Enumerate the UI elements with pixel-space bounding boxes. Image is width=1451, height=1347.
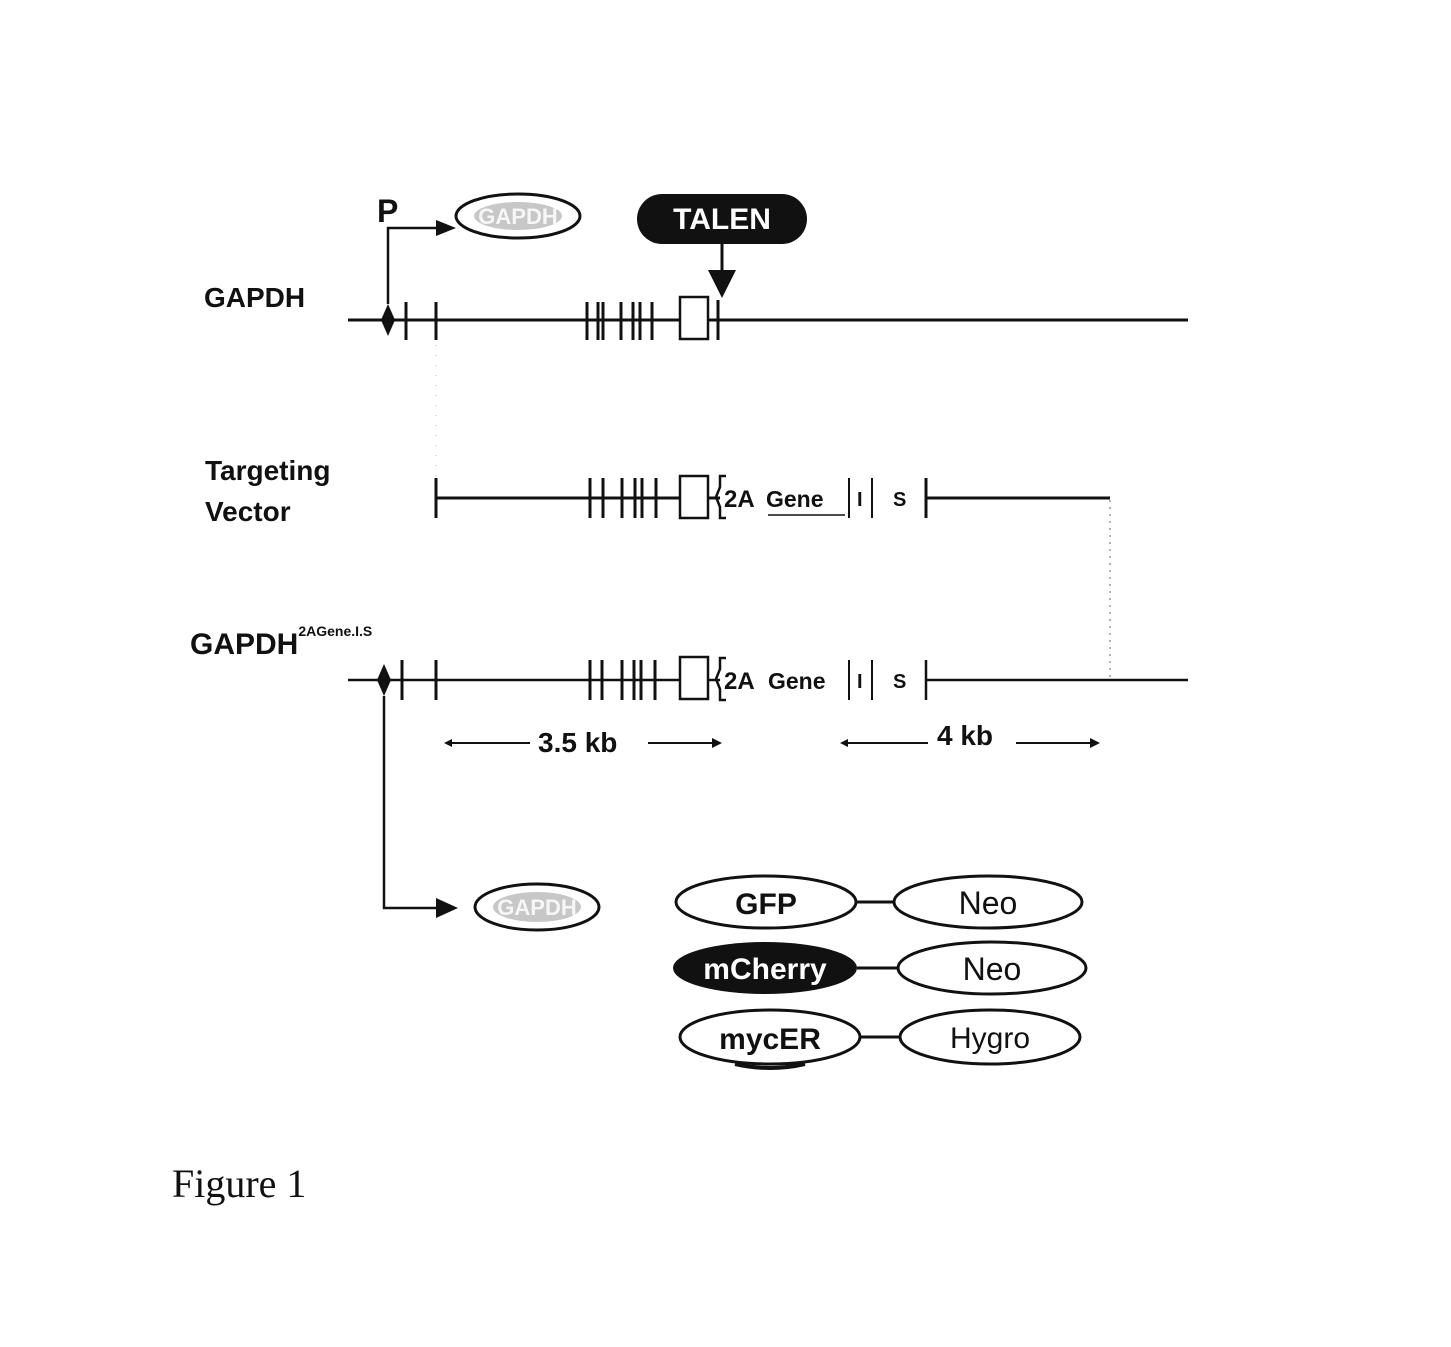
distance-right-label: 4 kb	[937, 720, 993, 751]
allele-2a-label: 2A	[724, 668, 755, 695]
gapdh-locus-label: GAPDH	[204, 282, 305, 313]
selection-neo-2-label: Neo	[963, 951, 1022, 987]
distance-left: 3.5 kb	[444, 727, 722, 758]
allele-cassette: 2A Gene I S	[716, 658, 926, 700]
gapdh-protein-bottom-label: GAPDH	[497, 895, 576, 920]
fusion-mcherry-neo: mCherry Neo	[673, 942, 1086, 994]
figure-caption: Figure 1	[172, 1160, 306, 1207]
talen-marker: TALEN	[637, 194, 807, 298]
selection-neo-1-label: Neo	[959, 885, 1018, 921]
selection-hygro-label: Hygro	[950, 1022, 1030, 1055]
vector-s-label: S	[893, 489, 906, 511]
modified-promoter-diamond	[377, 664, 391, 696]
promoter-label: P	[377, 193, 398, 229]
reporter-gfp-label: GFP	[735, 888, 797, 921]
reporter-mycer-label: mycER	[719, 1023, 821, 1056]
vector-2a-label: 2A	[724, 486, 755, 513]
modified-allele: GAPDH2AGene.I.S 2A Gene I S	[190, 623, 1188, 700]
vector-i-label: I	[857, 489, 863, 511]
allele-i-label: I	[857, 671, 863, 693]
distance-left-label: 3.5 kb	[538, 727, 617, 758]
targeting-label-line1: Targeting	[205, 455, 330, 486]
gapdh-locus: GAPDH	[204, 282, 1188, 340]
distance-right: 4 kb	[840, 720, 1100, 751]
allele-gene-label: Gene	[768, 668, 826, 694]
modified-label: GAPDH2AGene.I.S	[190, 623, 372, 661]
talen-cut-arrow	[708, 270, 736, 298]
targeting-vector: Targeting Vector 2A Gene I S	[205, 455, 1110, 527]
allele-s-label: S	[893, 671, 906, 693]
modified-transcription-arrow	[384, 696, 458, 918]
modified-superscript: 2AGene.I.S	[298, 623, 372, 639]
talen-label: TALEN	[673, 203, 771, 236]
promoter-diamond	[381, 304, 395, 336]
gapdh-protein-top-label: GAPDH	[478, 204, 557, 229]
vector-gene-label: Gene	[766, 486, 824, 512]
reporter-mcherry-label: mCherry	[703, 953, 827, 986]
gapdh-last-exon	[680, 297, 708, 339]
vector-cassette: 2A Gene I S	[716, 476, 926, 518]
targeting-label-line2: Vector	[205, 496, 291, 527]
fusion-mycer-hygro: mycER Hygro	[680, 1010, 1080, 1068]
promoter-arrow: P	[377, 193, 456, 304]
fusion-gfp-neo: GFP Neo	[676, 876, 1082, 928]
